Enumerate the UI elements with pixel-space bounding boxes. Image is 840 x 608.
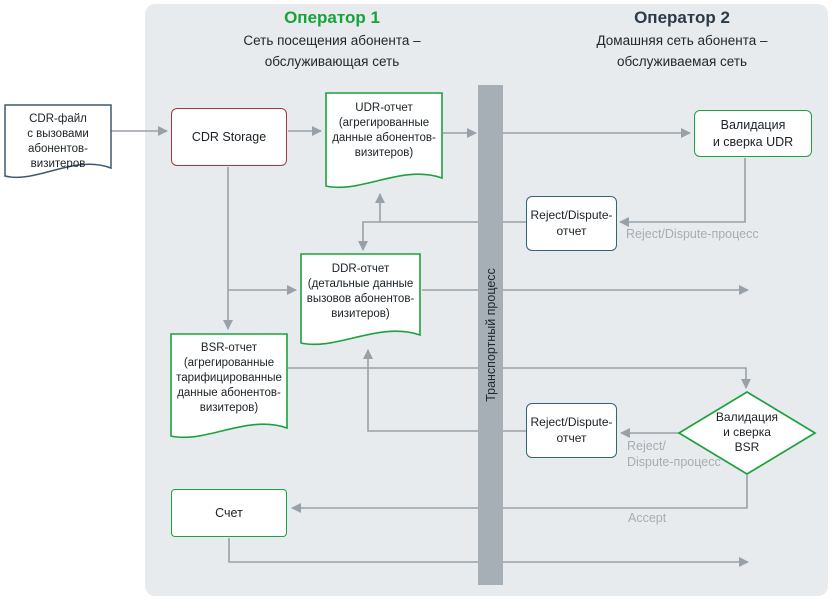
cdr-file-node: CDR-файл с вызовами абонентов- визитеров xyxy=(4,104,112,180)
transport-process-bar: Транспортный процесс xyxy=(478,85,503,585)
udr-report-label: UDR-отчет (агрегированные данные абонент… xyxy=(332,102,436,159)
invoice-node: Счет xyxy=(171,489,287,537)
reject-dispute-process-bottom-label: Reject/ Dispute-процесс xyxy=(627,439,721,469)
operator1-header: Оператор 1 Сеть посещения абонента – обс… xyxy=(192,8,472,72)
reject-dispute-process-top-label: Reject/Dispute-процесс xyxy=(626,227,759,241)
edge-accept-to-invoice xyxy=(291,475,748,513)
reject-report-top-node: Reject/Dispute- отчет xyxy=(526,196,617,251)
bsr-validation-label: Валидация и сверка BSR xyxy=(715,410,779,455)
ddr-report-shape xyxy=(300,253,421,346)
transport-process-label: Транспортный процесс xyxy=(483,268,498,402)
edge-bsr-to-bsrvalidation xyxy=(288,367,751,389)
operator2-header: Оператор 2 Домашняя сеть абонента – обсл… xyxy=(542,8,822,72)
bsr-report-node: BSR-отчет (агрегированные тарифицированн… xyxy=(170,333,288,440)
operator2-subtitle: Домашняя сеть абонента – обслуживаемая с… xyxy=(596,33,768,69)
operator1-subtitle: Сеть посещения абонента – обслуживающая … xyxy=(243,33,421,69)
operator2-title: Оператор 2 xyxy=(634,8,730,27)
cdr-file-label: CDR-файл с вызовами абонентов- визитеров xyxy=(27,113,89,170)
udr-report-shape xyxy=(325,92,443,189)
edge-udrvalidation-to-rejecttop xyxy=(619,158,746,227)
invoice-label: Счет xyxy=(215,505,243,520)
reject-report-bottom-node: Reject/Dispute- отчет xyxy=(526,403,617,458)
cdr-file-shape xyxy=(4,104,112,179)
edge-rejecttop-to-ddr xyxy=(358,221,527,251)
bsr-report-label: BSR-отчет (агрегированные тарифицированн… xyxy=(176,342,282,414)
accept-label: Accept xyxy=(628,511,667,525)
edge-rejectbottom-to-ddr xyxy=(363,349,527,432)
reject-report-bottom-label: Reject/Dispute- отчет xyxy=(530,414,613,445)
edge-invoice-to-operator2 xyxy=(228,538,749,567)
udr-validation-label: Валидация и сверка UDR xyxy=(712,118,794,149)
operator1-title: Оператор 1 xyxy=(284,8,380,27)
cdr-storage-node: CDR Storage xyxy=(171,108,287,166)
udr-report-node: UDR-отчет (агрегированные данные абонент… xyxy=(325,92,443,190)
cdr-storage-label: CDR Storage xyxy=(191,129,267,144)
bsr-validation-diamond xyxy=(677,391,817,475)
ddr-report-label: DDR-отчет (детальные данные вызовов абон… xyxy=(306,263,415,320)
reject-report-top-label: Reject/Dispute- отчет xyxy=(530,207,613,238)
ddr-report-node: DDR-отчет (детальные данные вызовов абон… xyxy=(300,253,421,347)
bsr-report-shape xyxy=(170,333,288,439)
udr-validation-node: Валидация и сверка UDR xyxy=(694,110,812,157)
